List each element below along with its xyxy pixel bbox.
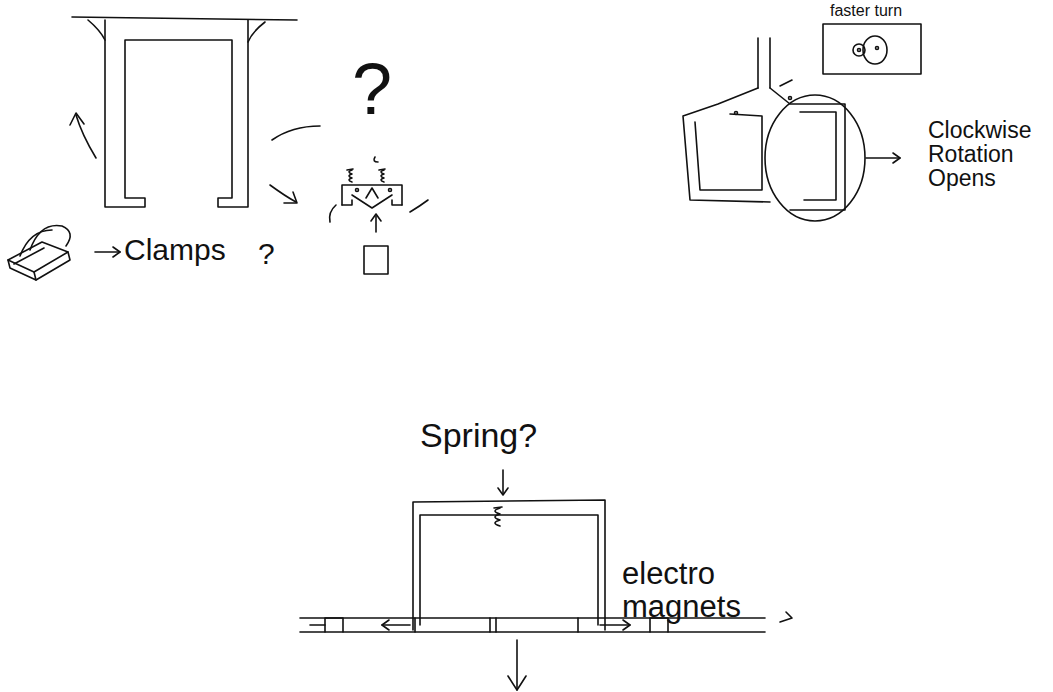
gripper-frame bbox=[72, 17, 297, 207]
rotation-note: Clockwise Rotation Opens bbox=[928, 118, 1046, 190]
question-mark: ? bbox=[258, 238, 288, 270]
magnet-frame bbox=[300, 470, 792, 690]
binder-clip bbox=[8, 226, 120, 281]
rotating-gripper bbox=[683, 24, 921, 221]
note-label: faster turn bbox=[830, 3, 940, 20]
part-label: electro magnets bbox=[622, 558, 762, 623]
part-label: Spring? bbox=[420, 418, 580, 454]
small-gripper-sketch bbox=[330, 157, 428, 274]
question-mark: ? bbox=[352, 52, 412, 128]
motion-arrows bbox=[70, 113, 320, 203]
part-label: Clamps bbox=[124, 234, 254, 266]
